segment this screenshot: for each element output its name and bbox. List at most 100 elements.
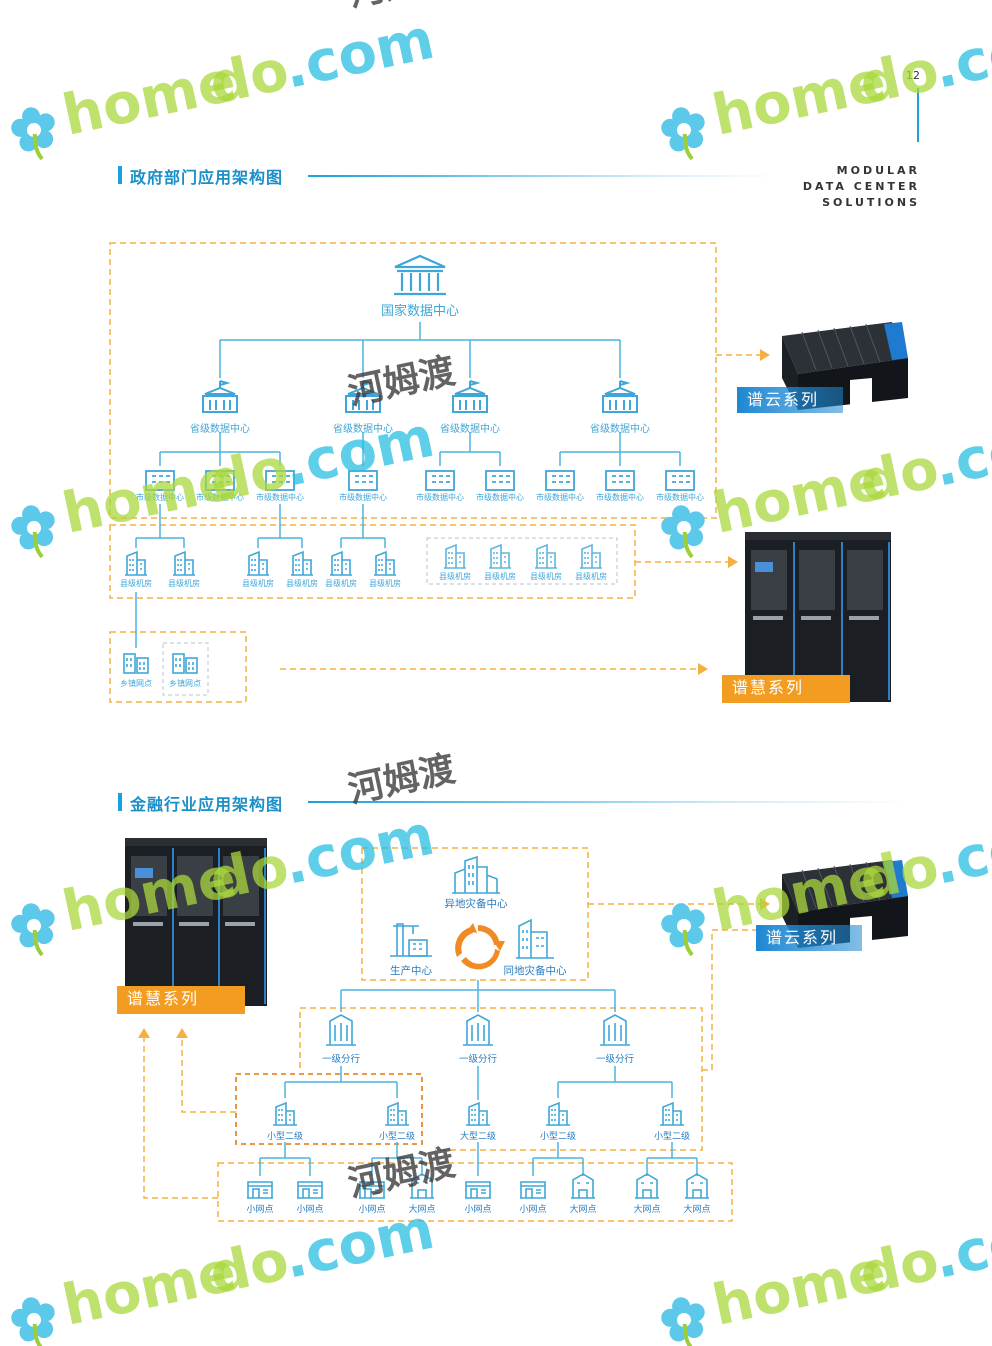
second-level-building-icon: [546, 1101, 570, 1126]
national-label: 国家数据中心: [380, 304, 460, 319]
town-building-icon: [123, 653, 149, 674]
second-level-building-icon: [466, 1101, 490, 1126]
wisdom-series-rack-image: [745, 532, 891, 702]
county-building-icon: [125, 550, 147, 576]
fin-title-line: [308, 801, 908, 803]
fin-connectors: [138, 847, 770, 1222]
gov-title-bar: [118, 166, 122, 184]
county-label: 县级机房: [369, 579, 401, 588]
county-building-icon: [444, 543, 466, 569]
city-label: 市级数据中心: [136, 493, 184, 502]
provincial-label: 省级数据中心: [440, 424, 500, 435]
town-label: 乡镇网点: [169, 679, 201, 688]
city-building-icon: [265, 470, 295, 491]
gov-wisdom-series-tag: 谱慧系列: [722, 675, 850, 703]
county-label: 县级机房: [325, 579, 357, 588]
city-label: 市级数据中心: [656, 493, 704, 502]
gov-outer-box: [109, 242, 717, 519]
production-label: 生产中心: [390, 965, 432, 977]
county-label: 县级机房: [168, 579, 200, 588]
outlet-label: 大网点: [633, 1205, 661, 1215]
provincial-building-icon: [602, 380, 638, 413]
brand-line: DATA CENTER: [802, 180, 920, 193]
fin-title-bar: [118, 793, 122, 811]
city-building-icon: [605, 470, 635, 491]
brand-line: SOLUTIONS: [822, 196, 920, 209]
county-label: 县级机房: [120, 579, 152, 588]
header-rule: [917, 88, 919, 142]
remote-dr-building-icon: [452, 855, 500, 894]
small-outlet-icon: [247, 1181, 273, 1199]
county-group-label: 县级机房: [439, 572, 471, 581]
large-outlet-icon: [685, 1173, 709, 1199]
outlet-label: 小网点: [296, 1205, 324, 1215]
second-level-label: 小型二级: [653, 1132, 691, 1142]
outlet-label: 小网点: [246, 1205, 274, 1215]
city-building-icon: [425, 470, 455, 491]
national-building-icon: [394, 254, 446, 296]
county-group-label: 县级机房: [575, 572, 607, 581]
fin-wisdom-series-tag: 谱慧系列: [117, 986, 245, 1014]
branch-label: 一级分行: [595, 1054, 635, 1065]
county-group-label: 县级机房: [484, 572, 516, 581]
outlet-label: 小网点: [464, 1205, 492, 1215]
small-outlet-icon: [520, 1181, 546, 1199]
wisdom-series-rack-image: [125, 838, 267, 1006]
county-building-icon: [580, 543, 602, 569]
provincial-label: 省级数据中心: [590, 424, 650, 435]
county-building-icon: [535, 543, 557, 569]
town-building-icon: [172, 653, 198, 674]
cloud-series-rack-image: [782, 860, 908, 948]
branch-label: 一级分行: [458, 1054, 498, 1065]
gov-title-line: [308, 175, 778, 177]
fin-branch-box: [299, 1007, 703, 1151]
branch-building-icon: [463, 1014, 493, 1046]
city-label: 市级数据中心: [536, 493, 584, 502]
fin-arrow-wisdom-1: [181, 1038, 236, 1113]
brand-block: MODULAR DATA CENTER SOLUTIONS: [803, 163, 920, 211]
gov-town-box: [109, 631, 247, 703]
outlet-label: 大网点: [683, 1205, 711, 1215]
second-level-label: 大型二级: [459, 1132, 497, 1142]
local-dr-label: 同地灾备中心: [503, 965, 567, 977]
small-outlet-icon: [359, 1181, 385, 1199]
city-label: 市级数据中心: [416, 493, 464, 502]
city-label: 市级数据中心: [339, 493, 387, 502]
local-dr-building-icon: [516, 918, 554, 959]
branch-building-icon: [600, 1014, 630, 1046]
fin-outlet-box: [217, 1162, 733, 1222]
fin-small-second-box: [235, 1073, 423, 1145]
county-building-icon: [291, 550, 313, 576]
county-label: 县级机房: [286, 579, 318, 588]
second-level-building-icon: [385, 1101, 409, 1126]
city-label: 市级数据中心: [476, 493, 524, 502]
city-building-icon: [545, 470, 575, 491]
county-label: 县级机房: [242, 579, 274, 588]
gov-cloud-series-tag: 谱云系列: [737, 387, 843, 413]
small-outlet-icon: [465, 1181, 491, 1199]
city-building-icon: [145, 470, 175, 491]
second-level-label: 小型二级: [378, 1132, 416, 1142]
city-label: 市级数据中心: [256, 493, 304, 502]
city-building-icon: [348, 470, 378, 491]
provincial-label: 省级数据中心: [190, 424, 250, 435]
large-outlet-icon: [410, 1173, 434, 1199]
remote-dr-label: 异地灾备中心: [444, 898, 508, 910]
outlet-label: 大网点: [408, 1205, 436, 1215]
large-outlet-icon: [635, 1173, 659, 1199]
city-building-icon: [485, 470, 515, 491]
city-building-icon: [665, 470, 695, 491]
outlet-label: 大网点: [569, 1205, 597, 1215]
county-building-icon: [247, 550, 269, 576]
county-building-icon: [374, 550, 396, 576]
second-level-building-icon: [273, 1101, 297, 1126]
provincial-building-icon: [452, 380, 488, 413]
outlet-label: 小网点: [358, 1205, 386, 1215]
fin-core-box: [361, 847, 589, 981]
county-building-icon: [330, 550, 352, 576]
large-outlet-icon: [571, 1173, 595, 1199]
cloud-series-rack-image: [782, 322, 908, 410]
county-building-icon: [173, 550, 195, 576]
small-outlet-icon: [297, 1181, 323, 1199]
county-group-label: 县级机房: [530, 572, 562, 581]
